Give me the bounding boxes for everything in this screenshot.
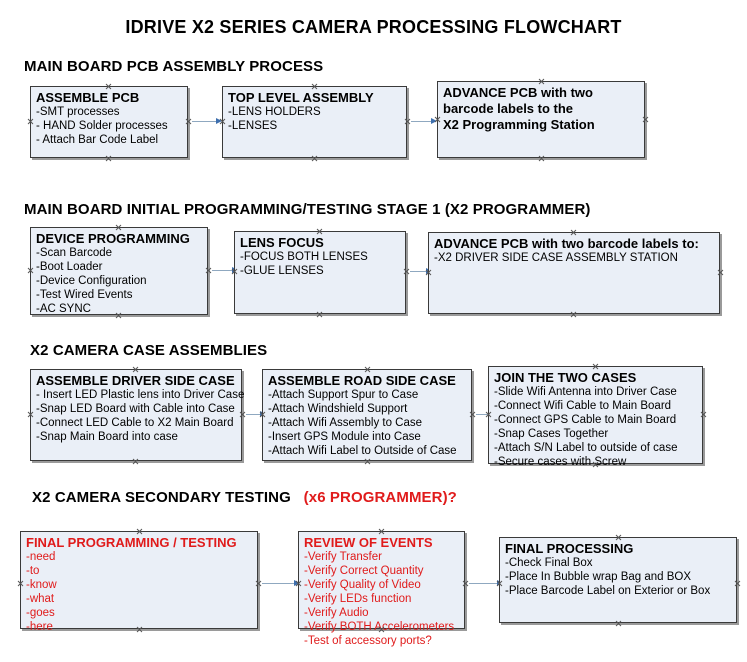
node-line: -Boot Loader xyxy=(36,261,103,273)
node-line: - HAND Solder processes xyxy=(36,120,168,132)
node-join-the-two-cases[interactable]: JOIN THE TWO CASES -Slide Wifi Antenna i… xyxy=(488,366,703,468)
node-line: -Connect Wifi Cable to Main Board xyxy=(494,400,672,412)
node-line: -Snap LED Board with Cable into Case xyxy=(36,403,235,415)
node-line: -Verify Quality of Video xyxy=(304,579,421,591)
node-line: -know xyxy=(26,579,57,591)
node-title: DEVICE PROGRAMMING xyxy=(36,231,190,246)
node-line: ADVANCE PCB with two xyxy=(443,85,593,100)
node-line: -Connect LED Cable to X2 Main Board xyxy=(36,417,234,429)
node-line: -Check Final Box xyxy=(505,557,593,569)
node-line: -what xyxy=(26,593,55,605)
node-assemble-driver-side-case[interactable]: ASSEMBLE DRIVER SIDE CASE - Insert LED P… xyxy=(30,369,245,461)
node-line: -Snap Main Board into case xyxy=(36,431,178,443)
node-title: ASSEMBLE DRIVER SIDE CASE xyxy=(36,373,235,388)
node-device-programming[interactable]: DEVICE PROGRAMMING -Scan Barcode -Boot L… xyxy=(30,227,208,315)
node-line: -AC SYNC xyxy=(36,303,91,315)
node-title: FINAL PROCESSING xyxy=(505,541,634,556)
node-line: -Snap Cases Together xyxy=(494,428,609,440)
node-line: -LENS HOLDERS xyxy=(228,106,321,118)
node-title: ASSEMBLE PCB xyxy=(36,90,140,105)
node-line: - Insert LED Plastic lens into Driver Ca… xyxy=(36,389,245,401)
node-line: -X2 DRIVER SIDE CASE ASSEMBLY STATION xyxy=(434,252,678,264)
node-line: -to xyxy=(26,565,40,577)
arrow-pcb-to-toplevel xyxy=(192,117,222,126)
node-line: -FOCUS BOTH LENSES xyxy=(240,251,368,263)
node-line: - Attach Bar Code Label xyxy=(36,134,159,146)
node-line: -Verify Audio xyxy=(304,607,369,619)
node-line: -Secure cases with Screw xyxy=(494,456,627,468)
node-title: ASSEMBLE ROAD SIDE CASE xyxy=(268,373,456,388)
node-line-overflow: -Test of accessory ports? xyxy=(304,635,432,647)
node-line: -Device Configuration xyxy=(36,275,147,287)
section-heading-4-text: X2 CAMERA SECONDARY TESTING xyxy=(32,489,291,506)
node-line: -Verify BOTH Accelerometers xyxy=(304,621,455,633)
section-heading-2-text: MAIN BOARD INITIAL PROGRAMMING/TESTING S… xyxy=(24,201,591,218)
node-advance-pcb-driver-side[interactable]: ADVANCE PCB with two barcode labels to: … xyxy=(428,232,720,314)
node-top-level-assembly[interactable]: TOP LEVEL ASSEMBLY -LENS HOLDERS -LENSES xyxy=(222,86,407,158)
section-heading-3-text: X2 CAMERA CASE ASSEMBLIES xyxy=(30,342,268,359)
node-assemble-road-side-case[interactable]: ASSEMBLE ROAD SIDE CASE -Attach Support … xyxy=(262,369,472,461)
node-line: -Place In Bubble wrap Bag and BOX xyxy=(505,571,692,583)
section-heading-1-text: MAIN BOARD PCB ASSEMBLY PROCESS xyxy=(24,58,324,75)
node-title: ADVANCE PCB with two barcode labels to: xyxy=(434,236,699,251)
node-line: -Attach Wifi Assembly to Case xyxy=(268,417,423,429)
node-line: -LENSES xyxy=(228,120,278,132)
node-line: -goes xyxy=(26,607,55,619)
node-line: barcode labels to the xyxy=(443,101,574,116)
node-line: -Connect GPS Cable to Main Board xyxy=(494,414,677,426)
node-line: -Verify Transfer xyxy=(304,551,382,563)
node-line: -Verify Correct Quantity xyxy=(304,565,424,577)
node-line: -Scan Barcode xyxy=(36,247,113,259)
node-lens-focus[interactable]: LENS FOCUS -FOCUS BOTH LENSES -GLUE LENS… xyxy=(234,231,406,314)
node-title: TOP LEVEL ASSEMBLY xyxy=(228,90,374,105)
node-final-programming-testing[interactable]: FINAL PROGRAMMING / TESTING -need -to -k… xyxy=(20,531,258,633)
node-line: -Verify LEDs function xyxy=(304,593,412,605)
node-line: -Attach Support Spur to Case xyxy=(268,389,419,401)
node-assemble-pcb[interactable]: ASSEMBLE PCB -SMT processes - HAND Solde… xyxy=(30,86,188,158)
node-review-of-events[interactable]: REVIEW OF EVENTS -Verify Transfer -Verif… xyxy=(298,531,465,647)
section-heading-2: MAIN BOARD INITIAL PROGRAMMING/TESTING S… xyxy=(24,201,591,218)
node-title: FINAL PROGRAMMING / TESTING xyxy=(26,535,237,550)
node-line: -need xyxy=(26,551,56,563)
node-final-processing[interactable]: FINAL PROCESSING -Check Final Box -Place… xyxy=(499,537,737,623)
node-line: -Attach S/N Label to outside of case xyxy=(494,442,678,454)
arrow-review-to-finalprocessing xyxy=(469,579,503,588)
node-title: LENS FOCUS xyxy=(240,235,324,250)
node-line: X2 Programming Station xyxy=(443,117,595,132)
node-advance-pcb-station[interactable]: ADVANCE PCB with two barcode labels to t… xyxy=(437,81,645,158)
node-line: -Slide Wifi Antenna into Driver Case xyxy=(494,386,677,398)
section-heading-4-accent: (x6 PROGRAMMER)? xyxy=(303,489,457,506)
arrow-finalprog-to-review xyxy=(262,579,300,588)
arrow-toplevel-to-advance xyxy=(411,117,437,126)
node-title: JOIN THE TWO CASES xyxy=(494,370,637,385)
node-line: -Attach Windshield Support xyxy=(268,403,408,415)
node-line: -GLUE LENSES xyxy=(240,265,324,277)
section-heading-4: X2 CAMERA SECONDARY TESTING (x6 PROGRAMM… xyxy=(32,489,457,506)
node-line: -Test Wired Events xyxy=(36,289,133,301)
node-line: -SMT processes xyxy=(36,106,120,118)
node-line: -here xyxy=(26,621,53,633)
page-title: IDRIVE X2 SERIES CAMERA PROCESSING FLOWC… xyxy=(125,17,622,37)
section-heading-1: MAIN BOARD PCB ASSEMBLY PROCESS xyxy=(24,58,323,75)
node-title: REVIEW OF EVENTS xyxy=(304,535,433,550)
node-line: -Attach Wifi Label to Outside of Case xyxy=(268,445,457,457)
section-heading-3: X2 CAMERA CASE ASSEMBLIES xyxy=(30,342,267,359)
node-line: -Place Barcode Label on Exterior or Box xyxy=(505,585,711,597)
node-line: -Insert GPS Module into Case xyxy=(268,431,421,443)
